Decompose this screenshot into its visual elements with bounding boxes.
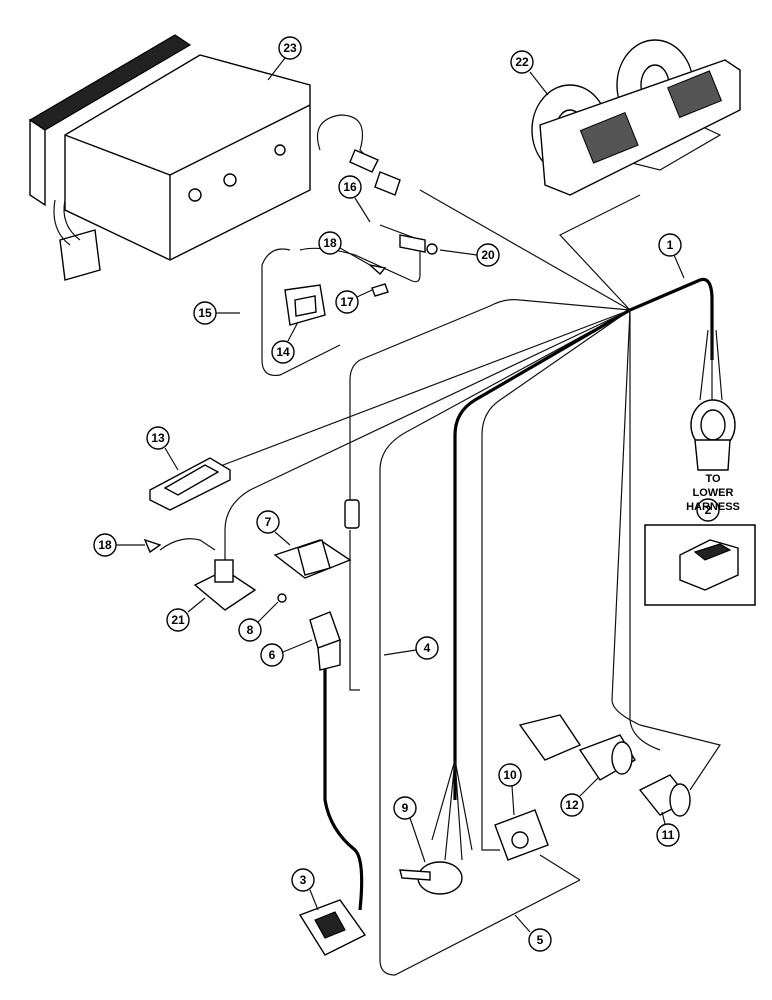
label-to: TO <box>705 473 721 485</box>
svg-text:22: 22 <box>515 55 529 69</box>
svg-text:13: 13 <box>151 431 165 445</box>
svg-text:17: 17 <box>340 295 354 309</box>
callout-8: 8 <box>238 601 279 642</box>
wire-socket-11 <box>611 309 721 791</box>
svg-text:8: 8 <box>247 623 254 637</box>
callout-3: 3 <box>291 868 319 911</box>
wire-16-loop <box>299 224 421 283</box>
callout-18-top: 18 <box>318 231 371 266</box>
socket-12 <box>518 714 636 781</box>
socket-11 <box>638 774 692 817</box>
inline-connector <box>344 499 360 529</box>
label-harness: HARNESS <box>686 501 740 513</box>
radio-unit <box>28 34 311 281</box>
svg-text:18: 18 <box>323 236 337 250</box>
svg-text:7: 7 <box>265 515 272 529</box>
callout-23: 23 <box>267 36 302 81</box>
callout-14: 14 <box>271 321 299 364</box>
rotary-switch-9 <box>399 861 463 895</box>
screw-18-top <box>367 263 387 276</box>
callout-5: 5 <box>514 914 552 952</box>
wire-solenoid-10 <box>481 309 631 851</box>
callouts: 1 2 3 4 5 6 7 <box>93 36 720 952</box>
wire-blower <box>559 194 641 311</box>
svg-text:15: 15 <box>198 306 212 320</box>
callout-22: 22 <box>510 50 549 96</box>
callout-11: 11 <box>656 811 680 847</box>
svg-text:14: 14 <box>276 345 290 359</box>
blower-assembly <box>531 39 741 196</box>
svg-text:6: 6 <box>269 648 276 662</box>
connector-inset-box <box>644 524 756 606</box>
label-lower: LOWER <box>693 487 734 499</box>
svg-text:4: 4 <box>424 641 431 655</box>
screw-18-left <box>143 538 216 554</box>
wire-radio <box>419 189 631 311</box>
harness-wires <box>209 99 723 976</box>
svg-text:9: 9 <box>402 801 409 815</box>
solenoid-10 <box>494 809 549 861</box>
wire-4 <box>379 309 631 976</box>
wire-15-loop <box>261 248 341 377</box>
svg-text:18: 18 <box>98 538 112 552</box>
svg-text:10: 10 <box>503 768 517 782</box>
dome-lamp <box>149 457 231 511</box>
connector-6 <box>309 611 341 671</box>
toggle-switch-14 <box>284 284 326 326</box>
callout-16: 16 <box>338 175 371 223</box>
svg-text:16: 16 <box>343 180 357 194</box>
svg-text:3: 3 <box>300 873 307 887</box>
radio-antenna-lead <box>316 114 376 166</box>
callout-9: 9 <box>393 796 426 863</box>
callout-10: 10 <box>498 763 522 816</box>
svg-text:5: 5 <box>537 933 544 947</box>
callout-7: 7 <box>256 510 291 546</box>
svg-text:23: 23 <box>283 41 297 55</box>
svg-text:2: 2 <box>705 503 712 517</box>
temp-sensor <box>399 234 438 255</box>
wire-thick-switch-3 <box>323 650 364 911</box>
callout-13: 13 <box>146 426 179 471</box>
wire-sensor-21 <box>224 309 631 580</box>
callout-17: 17 <box>335 289 373 314</box>
callout-18-left: 18 <box>93 533 145 557</box>
svg-text:1: 1 <box>667 238 674 252</box>
lower-harness-label: TO LOWER HARNESS <box>686 473 740 513</box>
svg-text:11: 11 <box>662 828 675 842</box>
screw-8 <box>277 593 287 603</box>
callout-12: 12 <box>560 777 599 817</box>
callout-6: 6 <box>260 639 313 667</box>
callout-1: 1 <box>658 233 685 279</box>
wire-connector-6 <box>349 530 360 691</box>
wire-switch-panel <box>349 299 631 500</box>
svg-text:12: 12 <box>565 798 579 812</box>
radio-connector <box>349 149 401 196</box>
main-harness-bundle <box>629 277 714 360</box>
svg-text:21: 21 <box>171 613 185 627</box>
wire-dome-lamp <box>209 309 631 471</box>
callout-20: 20 <box>439 243 500 267</box>
wire-switch-9-leads <box>431 759 473 861</box>
sensor-bracket-21 <box>193 559 257 611</box>
relay-plate-7 <box>273 539 352 579</box>
rocker-switch-3 <box>298 899 367 956</box>
lower-harness-connector <box>690 399 736 471</box>
callout-21: 21 <box>166 597 206 632</box>
wire-5 <box>539 854 581 881</box>
callout-2: 2 <box>696 498 720 522</box>
callout-4: 4 <box>383 636 439 660</box>
callout-15: 15 <box>193 301 240 325</box>
lower-harness-leads <box>699 329 723 401</box>
wire-thick-switch-9 <box>453 308 631 800</box>
svg-text:20: 20 <box>481 248 495 262</box>
ground-screw-17 <box>371 283 389 297</box>
